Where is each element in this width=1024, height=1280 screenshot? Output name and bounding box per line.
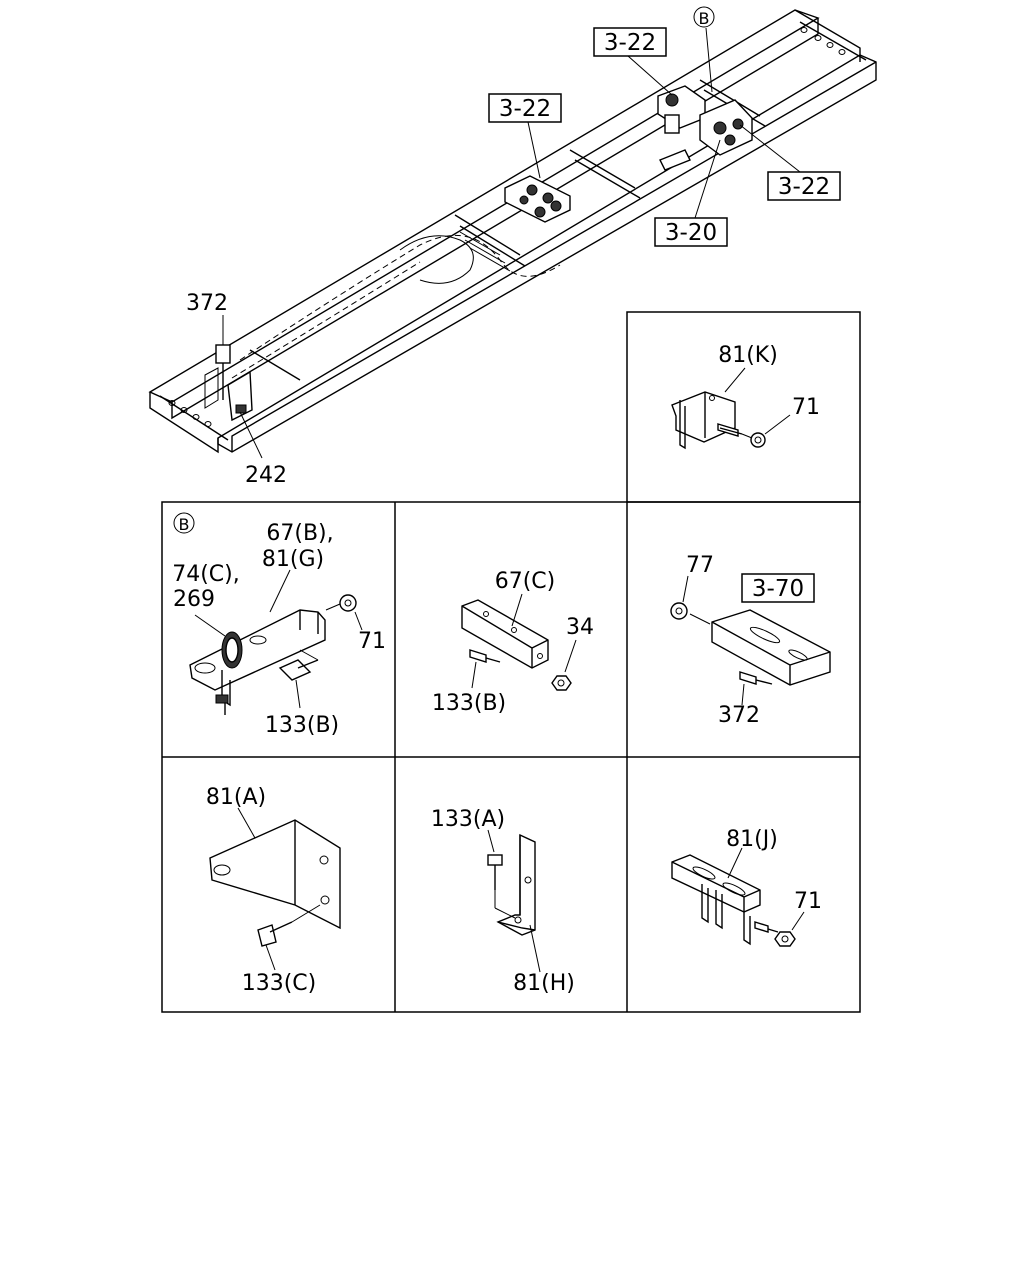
label-133c: 133(C) xyxy=(242,971,317,996)
svg-text:B: B xyxy=(699,9,710,28)
label-71-j: 71 xyxy=(794,889,822,914)
ref-box-3-22-a[interactable]: 3-22 xyxy=(488,93,562,123)
label-81g: 81(G) xyxy=(262,547,324,572)
panel-81a: 81(A) 133(C) xyxy=(206,785,341,996)
label-269: 269 xyxy=(173,587,215,612)
label-74c: 74(C), xyxy=(172,562,240,587)
label-133a: 133(A) xyxy=(431,807,505,832)
label-133b-c: 133(B) xyxy=(432,691,506,716)
panel-81j: 81(J) 71 xyxy=(671,827,822,947)
callout-242: 242 xyxy=(245,463,287,488)
svg-text:3-22: 3-22 xyxy=(604,30,656,56)
valve-assembly-front xyxy=(504,175,571,223)
panel-67c: 67(C) 34 133(B) xyxy=(432,569,594,716)
label-81a: 81(A) xyxy=(206,785,266,810)
svg-text:3-20: 3-20 xyxy=(665,220,717,246)
panel-67b-81g: B 67(B), 81(G) 74(C), 269 71 133(B) xyxy=(172,512,386,738)
svg-text:3-22: 3-22 xyxy=(778,174,830,200)
label-372-panel: 372 xyxy=(718,703,760,728)
panel-b-marker: B xyxy=(179,515,190,534)
chassis-frame-drawing xyxy=(148,9,877,454)
view-marker-b: B xyxy=(693,6,715,28)
label-133b-b: 133(B) xyxy=(265,713,339,738)
label-67b: 67(B), xyxy=(266,521,333,546)
label-77: 77 xyxy=(686,553,714,578)
valve-assembly-rear xyxy=(657,85,753,171)
label-67c: 67(C) xyxy=(495,569,556,594)
front-bracket-drawing xyxy=(204,344,253,422)
panel-81h: 133(A) 81(H) xyxy=(431,807,575,996)
ref-box-3-20[interactable]: 3-20 xyxy=(654,217,728,247)
svg-text:3-22: 3-22 xyxy=(499,96,551,122)
ref-box-3-70[interactable]: 3-70 xyxy=(752,576,804,602)
label-81j: 81(J) xyxy=(726,827,778,852)
ref-box-3-22-b[interactable]: 3-22 xyxy=(593,27,667,57)
label-81h: 81(H) xyxy=(513,971,575,996)
panel-3-70: 3-70 77 372 xyxy=(670,553,831,728)
ref-box-3-22-c[interactable]: 3-22 xyxy=(767,171,841,201)
label-71-b: 71 xyxy=(358,629,386,654)
callout-372-main: 372 xyxy=(186,291,228,316)
main-view-leaders xyxy=(222,27,801,459)
panel-81k: 81(K) 71 xyxy=(671,343,820,450)
detail-panel-frames xyxy=(161,311,861,1013)
label-71-k: 71 xyxy=(792,395,820,420)
label-81k: 81(K) xyxy=(718,343,778,368)
label-34: 34 xyxy=(566,615,594,640)
